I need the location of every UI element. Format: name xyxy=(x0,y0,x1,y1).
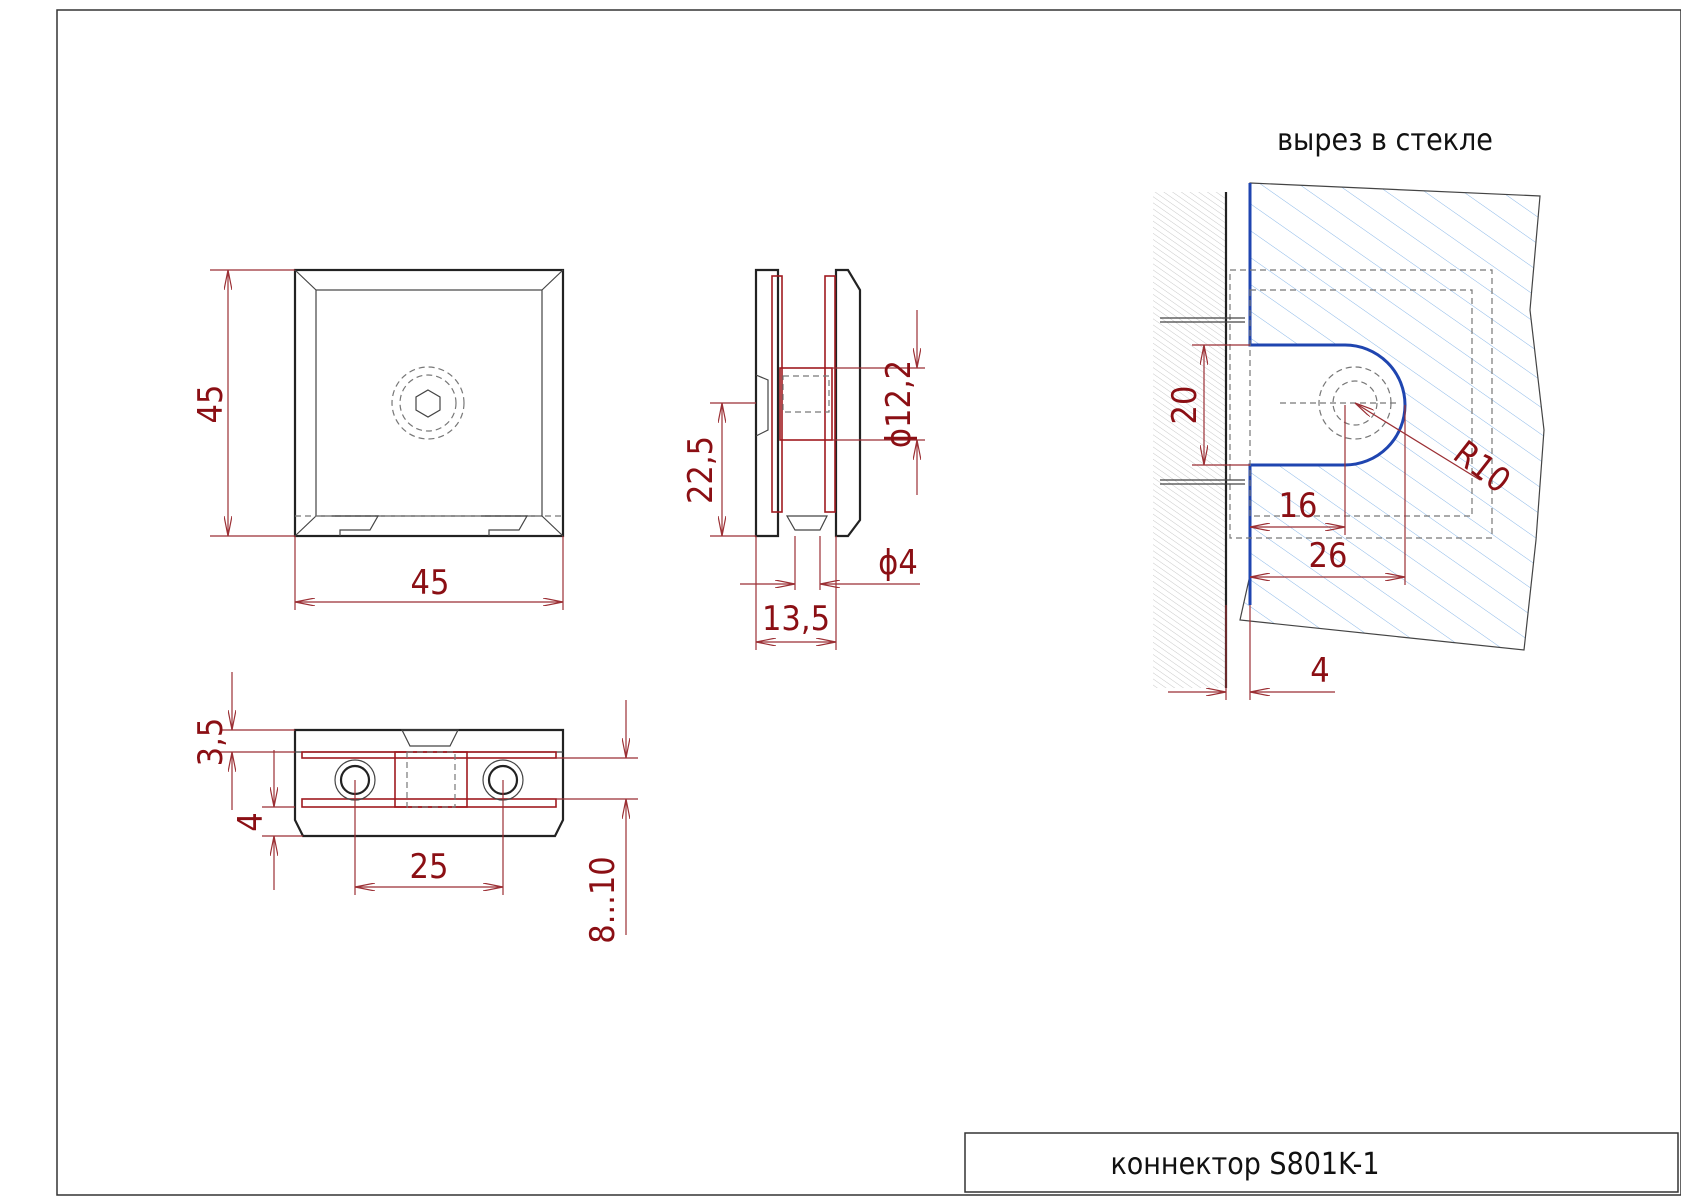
top-dims: 3,5 4 25 8...10 xyxy=(191,672,638,944)
front-view xyxy=(293,268,565,538)
dim-side-offset: 22,5 xyxy=(681,436,721,504)
dim-front-width: 45 xyxy=(411,563,450,603)
dim-cut-gap: 4 xyxy=(1310,651,1329,691)
detail-label: вырез в стекле xyxy=(1277,123,1493,158)
top-view xyxy=(293,728,565,838)
dim-side-thickness: 13,5 xyxy=(762,599,830,639)
dim-side-hole: ϕ4 xyxy=(878,543,918,583)
dim-top-inset: 4 xyxy=(231,812,271,831)
dim-top-gap: 3,5 xyxy=(191,718,231,767)
dim-front-height: 45 xyxy=(191,385,231,424)
title-block: коннектор S801K-1 xyxy=(964,1132,1679,1193)
dim-cut-total: 26 xyxy=(1309,536,1348,576)
dim-cut-height: 20 xyxy=(1165,386,1205,425)
side-dims: 22,5 ϕ12,2 ϕ4 13,5 xyxy=(681,310,925,650)
title-text: коннектор S801K-1 xyxy=(1110,1147,1379,1182)
sheet-frame xyxy=(56,9,1681,1196)
side-view xyxy=(754,268,862,538)
dim-top-spacing: 25 xyxy=(410,847,449,887)
dim-side-diameter: ϕ12,2 xyxy=(879,360,919,448)
dim-top-glass: 8...10 xyxy=(583,856,623,944)
cutout-detail: вырез в стекле xyxy=(1153,123,1545,688)
dim-cut-depth: 16 xyxy=(1279,486,1318,526)
front-dims: 45 45 xyxy=(191,269,564,610)
